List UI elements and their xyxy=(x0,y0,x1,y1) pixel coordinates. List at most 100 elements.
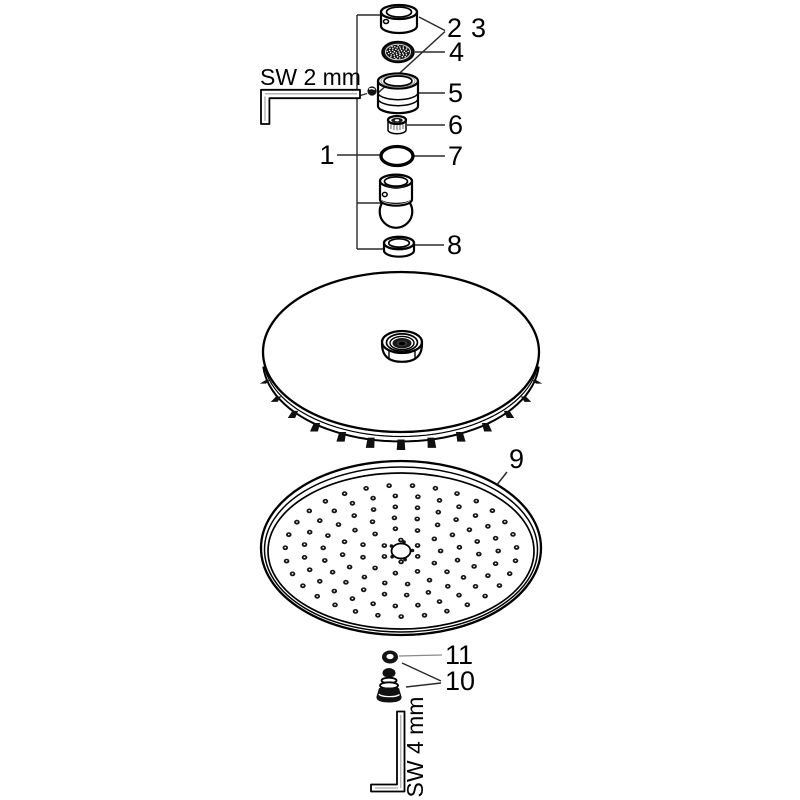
stipple-dot xyxy=(402,54,405,56)
spray-nozzle-dot-center xyxy=(446,585,449,587)
callout-10-label: 10 xyxy=(445,666,475,696)
stipple-dot xyxy=(397,49,399,52)
stipple-dot xyxy=(405,51,407,54)
stipple-dot xyxy=(398,57,401,59)
spray-nozzle-dot-center xyxy=(474,585,477,587)
spray-nozzle-dot-center xyxy=(343,540,346,543)
bracket-group-1 xyxy=(337,14,383,250)
part-6-flow-insert xyxy=(386,114,408,135)
spray-nozzle-dot-center xyxy=(322,546,325,549)
hub-nub xyxy=(410,548,415,553)
spray-nozzle-dot-center xyxy=(491,509,494,512)
spray-nozzle-dot-center xyxy=(405,594,408,596)
spray-nozzle-dot-center xyxy=(372,602,374,605)
rim-clip-tab xyxy=(503,410,515,419)
spray-nozzle-dot-center xyxy=(365,487,367,489)
spray-nozzle-dot-center xyxy=(308,531,311,533)
spray-nozzle-dot-center xyxy=(394,572,397,574)
callout-7-label: 7 xyxy=(448,141,463,171)
spray-nozzle-dot-center xyxy=(497,550,500,552)
spray-nozzle-dot-center xyxy=(473,565,475,567)
spray-nozzle-dot-center xyxy=(324,500,327,502)
spray-nozzle-dot-center xyxy=(417,495,419,498)
spray-nozzle-dot-center xyxy=(406,583,409,585)
callout-8-label: 8 xyxy=(447,230,462,260)
spray-nozzle-dot-center xyxy=(371,520,374,523)
spray-center-hub xyxy=(389,540,415,562)
set-screw-hole xyxy=(382,18,390,25)
stipple-dot xyxy=(390,55,392,58)
rim-clip-tab xyxy=(396,439,406,450)
spray-nozzle-dot-center xyxy=(451,533,454,536)
stipple-dot xyxy=(387,52,390,55)
spray-nozzle-dot-center xyxy=(439,550,442,552)
stipple-dot xyxy=(403,50,406,52)
allen-key-4mm xyxy=(370,710,406,793)
cover-rim-inner-line xyxy=(263,365,539,438)
stipple-dot xyxy=(402,52,404,54)
spray-nozzle-dot-center xyxy=(374,567,376,569)
spray-nozzle-dot-center xyxy=(468,528,471,531)
stipple-dot xyxy=(386,50,388,53)
spray-nozzle-dot-center xyxy=(354,529,356,531)
stipple-dot xyxy=(388,49,391,52)
callout-5-label: 5 xyxy=(448,78,463,108)
stipple-dot xyxy=(391,45,393,47)
spray-nozzle-dot-center xyxy=(434,487,437,489)
cover-rim-band xyxy=(259,365,543,450)
spray-nozzle-dot-center xyxy=(308,509,311,512)
spray-nozzle-dot-center xyxy=(327,534,329,537)
spray-nozzle-dot-center xyxy=(456,492,458,495)
filter-stipple xyxy=(386,44,409,60)
stipple-dot xyxy=(392,47,394,50)
spray-nozzle-dot-center xyxy=(446,570,448,573)
spray-nozzle-dot-center xyxy=(474,514,477,517)
stipple-dot xyxy=(396,55,399,58)
spray-nozzle-dot-center xyxy=(394,505,397,508)
spray-nozzle-dot-center xyxy=(416,555,419,557)
rim-clip-tab xyxy=(259,380,270,384)
spray-nozzle-dot-center xyxy=(476,540,479,543)
spray-nozzle-dot-center xyxy=(284,546,287,549)
spray-nozzle-dot-center xyxy=(296,521,298,523)
spray-nozzle-dot-center xyxy=(383,582,386,584)
callout-9-label: 9 xyxy=(509,444,524,474)
stipple-dot xyxy=(399,48,402,50)
spray-nozzle-dot-center xyxy=(334,603,336,606)
spray-nozzle-dot-center xyxy=(436,523,439,526)
spray-nozzle-dot-center xyxy=(353,514,356,517)
spray-nozzle-dot-center xyxy=(362,556,364,558)
spray-nozzle-dot-center xyxy=(416,506,419,509)
stipple-dot xyxy=(407,50,409,53)
spray-nozzle-dot-center xyxy=(291,572,294,575)
rim-clip-tab xyxy=(532,380,543,384)
allen-key-2mm xyxy=(260,88,361,125)
spray-nozzle-dot-center xyxy=(494,562,497,565)
spray-nozzle-dot-center xyxy=(303,556,306,558)
stipple-dot xyxy=(389,47,391,49)
spray-nozzle-dot-center xyxy=(427,591,430,593)
spray-nozzle-dot-center xyxy=(487,574,489,577)
allen-key-2mm-label: SW 2 mm xyxy=(260,64,361,90)
spray-nozzle-dot-center xyxy=(383,555,386,558)
rim-clip-tab xyxy=(481,422,493,432)
spray-nozzle-dot-center xyxy=(316,595,319,597)
rim-clip-tab xyxy=(336,432,347,442)
spray-nozzle-dot-center xyxy=(362,543,364,546)
stipple-dot xyxy=(405,53,408,56)
spray-nozzle-dot-center xyxy=(433,537,436,540)
stipple-dot xyxy=(395,48,397,51)
rim-clip-tab xyxy=(455,432,466,442)
spray-nozzle-dot-center xyxy=(400,615,403,618)
rim-clip-tab xyxy=(427,437,437,448)
spray-nozzle-dot-center xyxy=(287,533,290,536)
part-ball-joint xyxy=(378,173,414,229)
part-8-retaining-ring xyxy=(382,235,416,258)
spray-nozzle-dot-center xyxy=(438,600,441,603)
stipple-dot xyxy=(389,51,392,53)
spray-nozzle-dot-center xyxy=(515,546,518,549)
spray-nozzle-dot-center xyxy=(394,527,397,530)
rim-clip-tab xyxy=(520,396,532,402)
spray-nozzle-dot-center xyxy=(377,614,379,616)
